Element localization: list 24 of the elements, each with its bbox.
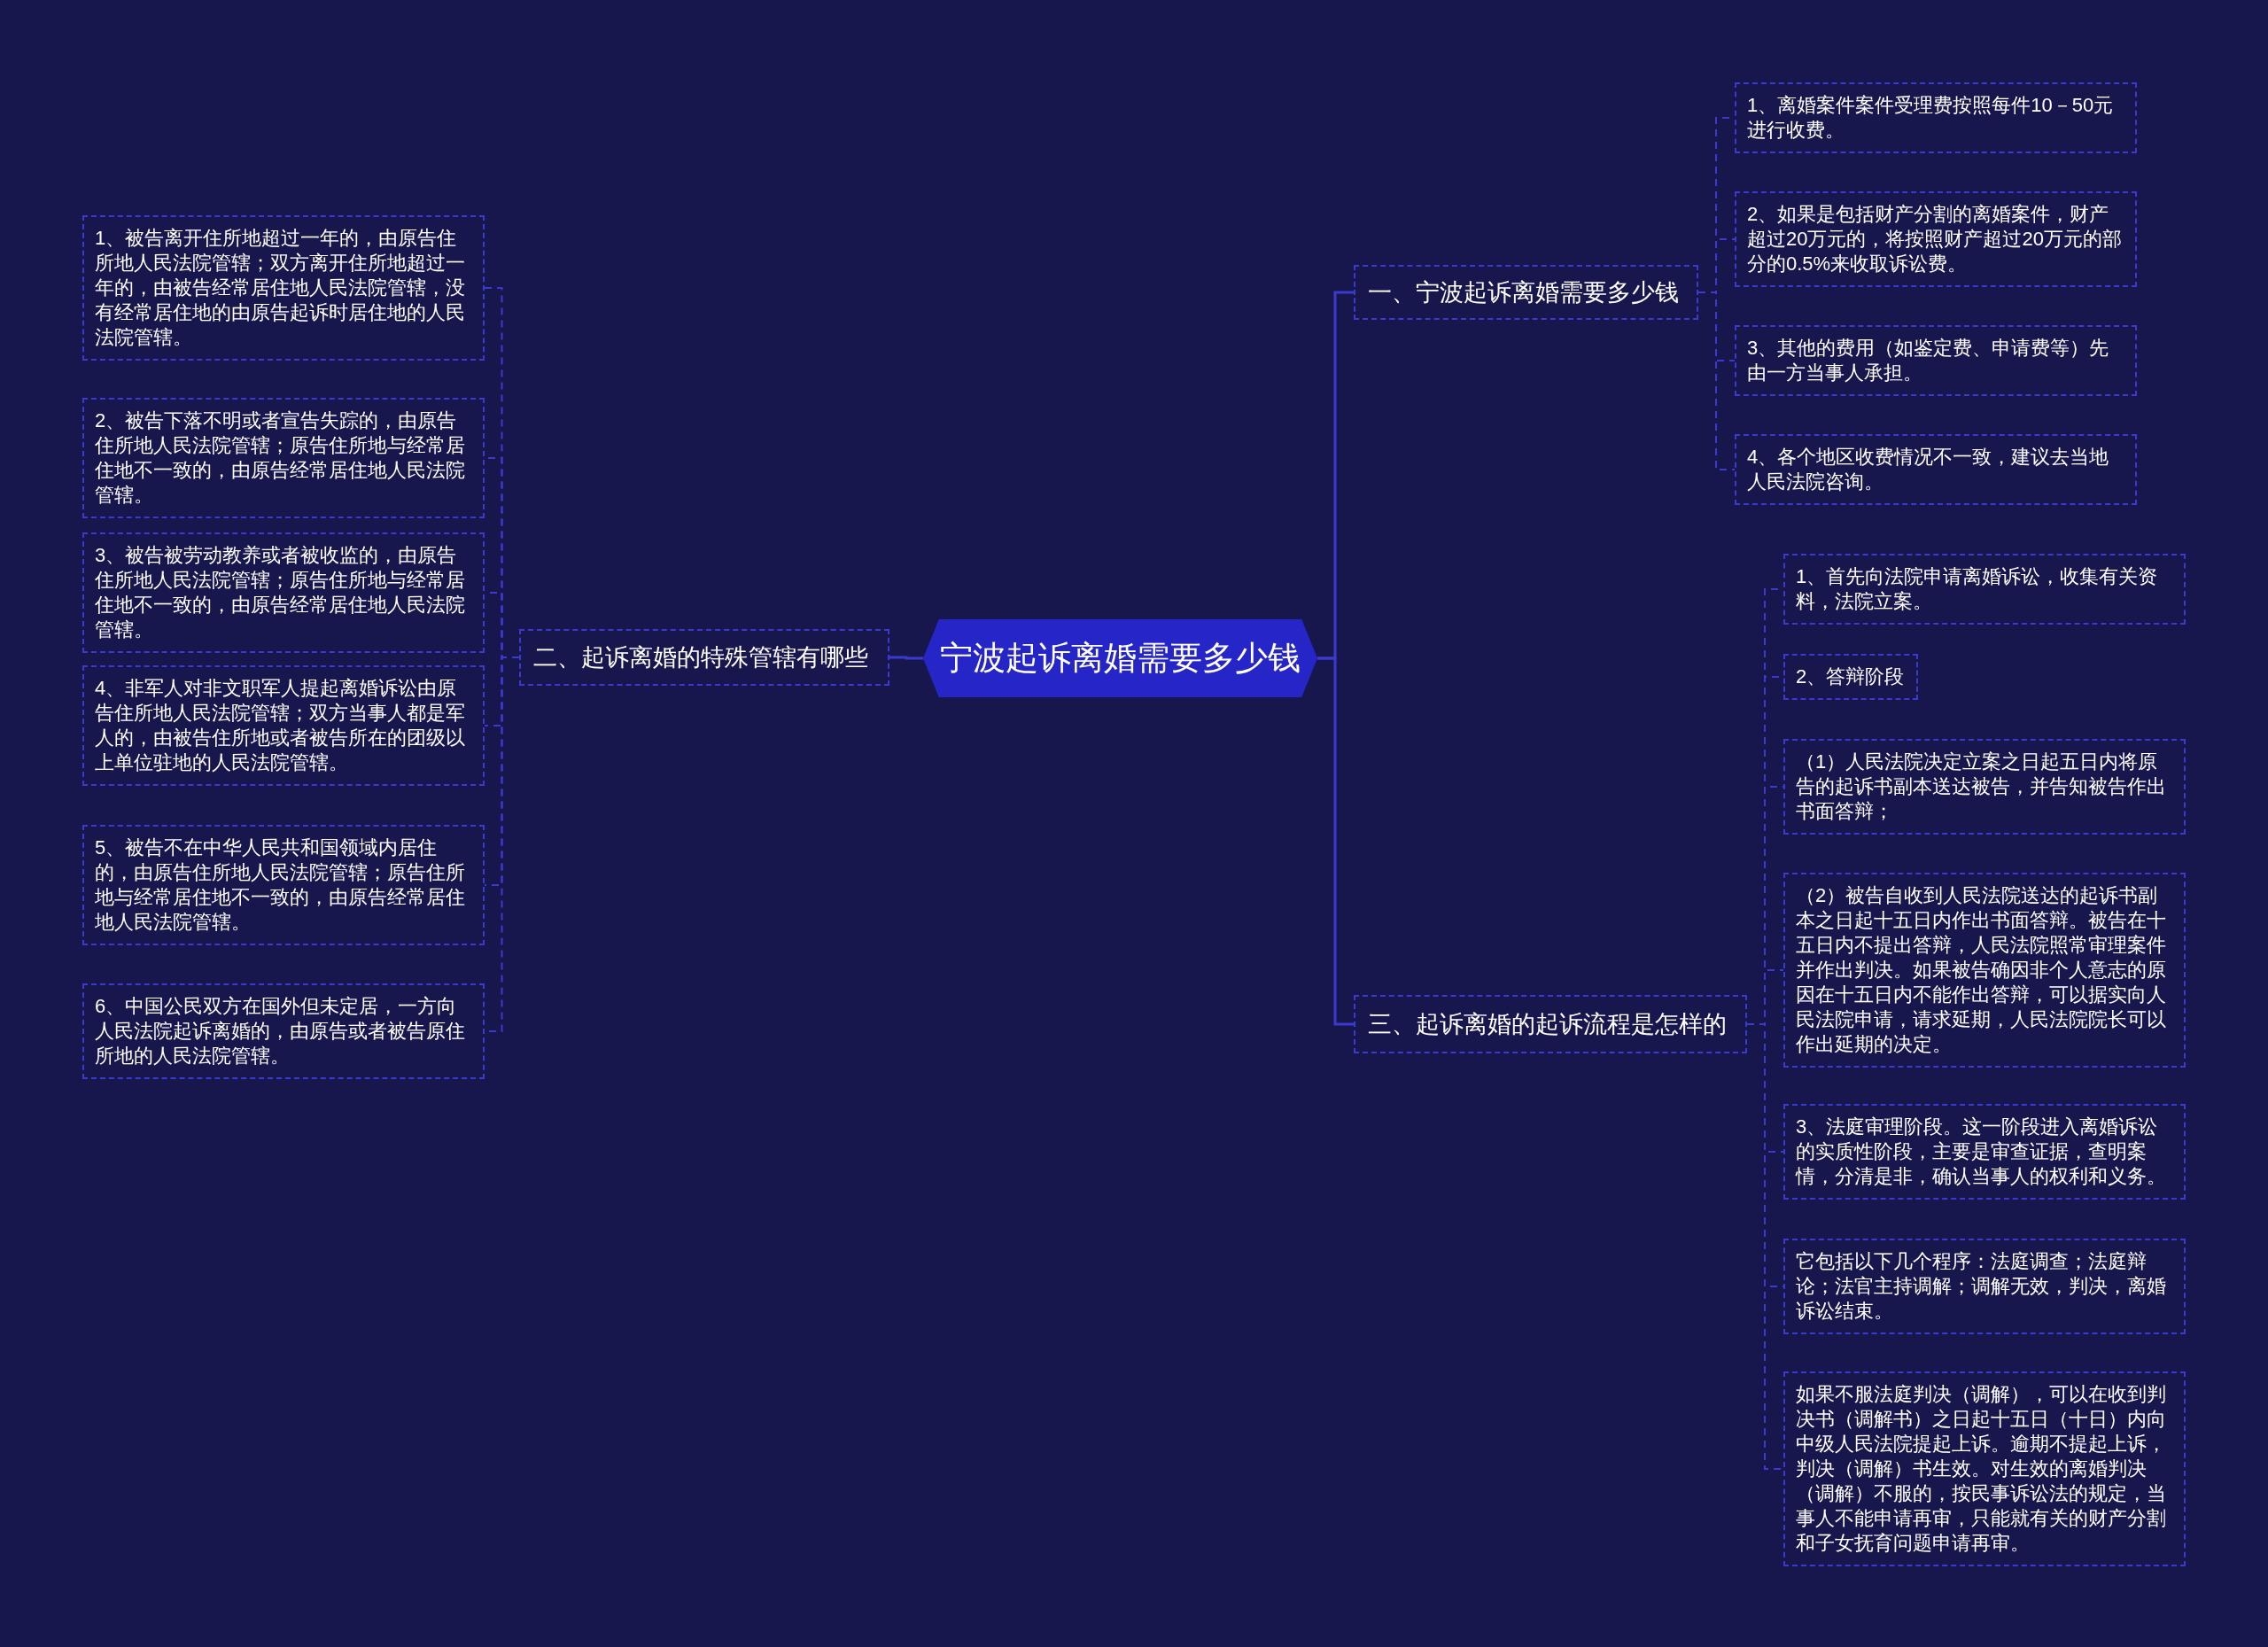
note-box: 3、法庭审理阶段。这一阶段进入离婚诉讼的实质性阶段，主要是审查证据，查明案情，分清是非，确认当事人的权利和义务。	[1783, 1104, 2186, 1200]
note-box: 它包括以下几个程序：法庭调查；法庭辩论；法官主持调解；调解无效，判决，离婚诉讼结束。	[1783, 1239, 2186, 1334]
connector-line	[1317, 656, 1354, 1026]
note-box: 2、被告下落不明或者宣告失踪的，由原告住所地人民法院管辖；原告住所地与经常居住地不一致的，由原告经常居住地人民法院管辖。	[82, 398, 485, 518]
note-box: 3、被告被劳动教养或者被收监的，由原告住所地人民法院管辖；原告住所地与经常居住地不一致的，由原告经常居住地人民法院管辖。	[82, 532, 485, 653]
note-box: 1、首先向法院申请离婚诉讼，收集有关资料，法院立案。	[1783, 554, 2186, 625]
note-box: 6、中国公民双方在国外但未定居，一方向人民法院起诉离婚的，由原告或者被告原住所地的人民法院管辖。	[82, 983, 485, 1079]
topic-box: 二、起诉离婚的特殊管辖有哪些	[519, 629, 889, 686]
note-box: 1、离婚案件案件受理费按照每件10－50元进行收费。	[1735, 82, 2137, 153]
topic-box: 三、起诉离婚的起诉流程是怎样的	[1354, 995, 1747, 1053]
connector-line	[1697, 291, 1736, 470]
note-box: （2）被告自收到人民法院送达的起诉书副本之日起十五日内作出书面答辩。被告在十五日内不提出答辩，人民法院照常审理案件并作出判决。如果被告确因非个人意志的原因在十五日内不能作出答辩，可以据实向人民法院申请，请求延期，人民法院院长可以作出延期的决定。	[1783, 873, 2186, 1068]
note-box: 1、被告离开住所地超过一年的，由原告住所地人民法院管辖；双方离开住所地超过一年的，由被告经常居住地人民法院管辖，没有经常居住地的由原告起诉时居住地的人民法院管辖。	[82, 215, 485, 361]
note-box: 4、非军人对非文职军人提起离婚诉讼由原告住所地人民法院管辖；双方当事人都是军人的，由被告住所地或者被告所在的团级以上单位驻地的人民法院管辖。	[82, 665, 485, 786]
topic-box: 一、宁波起诉离婚需要多少钱	[1354, 265, 1698, 320]
note-box: 2、答辩阶段	[1783, 654, 1918, 700]
note-box: 3、其他的费用（如鉴定费、申请费等）先由一方当事人承担。	[1735, 325, 2137, 396]
note-box: 5、被告不在中华人民共和国领域内居住的，由原告住所地人民法院管辖；原告住所地与经常居住地不一致的，由原告经常居住地人民法院管辖。	[82, 825, 485, 945]
connector-line	[889, 656, 923, 660]
note-box: 2、如果是包括财产分割的离婚案件，财产超过20万元的，将按照财产超过20万元的部分的0.5%来收取诉讼费。	[1735, 191, 2137, 287]
note-box: 如果不服法庭判决（调解），可以在收到判决书（调解书）之日起十五日（十日）内向中级人民法院提起上诉。逾期不提起上诉，判决（调解）书生效。对生效的离婚判决（调解）不服的，按民事诉讼法的规定，当事人不能申请再审，只能就有关的财产分割和子女抚育问题申请再审。	[1783, 1371, 2186, 1566]
note-box: 4、各个地区收费情况不一致，建议去当地人民法院咨询。	[1735, 434, 2137, 505]
note-box: （1）人民法院决定立案之日起五日内将原告的起诉书副本送达被告，并告知被告作出书面答辩；	[1783, 739, 2186, 835]
central-topic: 宁波起诉离婚需要多少钱	[923, 619, 1317, 697]
